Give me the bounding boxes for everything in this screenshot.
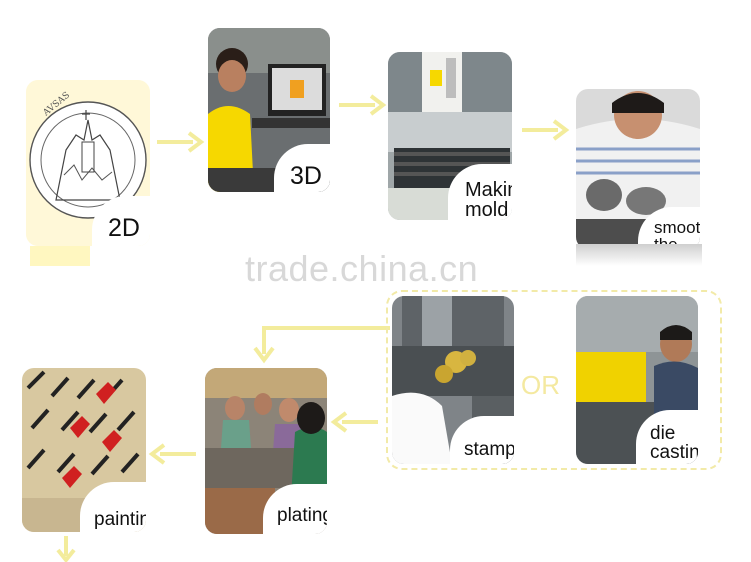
step-smooth-mold: smooth the mold [576, 89, 700, 249]
label-line: stamping [464, 439, 514, 460]
step-label: plating [263, 484, 327, 534]
step-label: die casting [636, 410, 698, 464]
label-line: die [650, 423, 676, 444]
arrow-right-icon [522, 119, 570, 141]
arrow-left-icon [148, 443, 196, 465]
step-painting: painting [22, 368, 146, 532]
smooth-fade [576, 244, 702, 266]
step-plating: plating [205, 368, 327, 534]
label-line: mold [465, 199, 509, 220]
2d-glow [30, 246, 90, 266]
step-label: stamping [450, 416, 514, 464]
step-making-mold: Making mold [388, 52, 512, 220]
step-label: Making mold [448, 164, 512, 220]
step-3d: 3D [208, 28, 330, 192]
arrow-right-icon [157, 131, 205, 153]
label-line: Making [465, 179, 512, 201]
or-connector: OR [521, 370, 560, 400]
step-label: painting [80, 482, 146, 532]
step-2d: AVSAS 2D [26, 80, 150, 246]
step-label: 2D [92, 196, 150, 246]
coin-drawing-image: AVSAS [26, 80, 150, 246]
step-label: smooth the mold [638, 207, 700, 249]
arrow-right-icon [339, 94, 387, 116]
3d-design-photo [208, 28, 330, 192]
arrow-down-icon [253, 326, 390, 364]
label-line: casting [650, 442, 698, 463]
watermark-text: trade.china.cn [245, 248, 479, 289]
label-line: painting [94, 509, 146, 530]
label-line: smooth [654, 218, 700, 237]
step-stamping: stamping [392, 296, 514, 464]
alternatives-box [386, 290, 722, 470]
arrow-left-icon [330, 411, 378, 433]
label-line: 2D [108, 214, 140, 242]
arrow-down-icon [56, 536, 76, 562]
step-die-casting: die casting [576, 296, 698, 464]
label-line: plating [277, 505, 327, 526]
label-line: 3D [290, 162, 322, 190]
